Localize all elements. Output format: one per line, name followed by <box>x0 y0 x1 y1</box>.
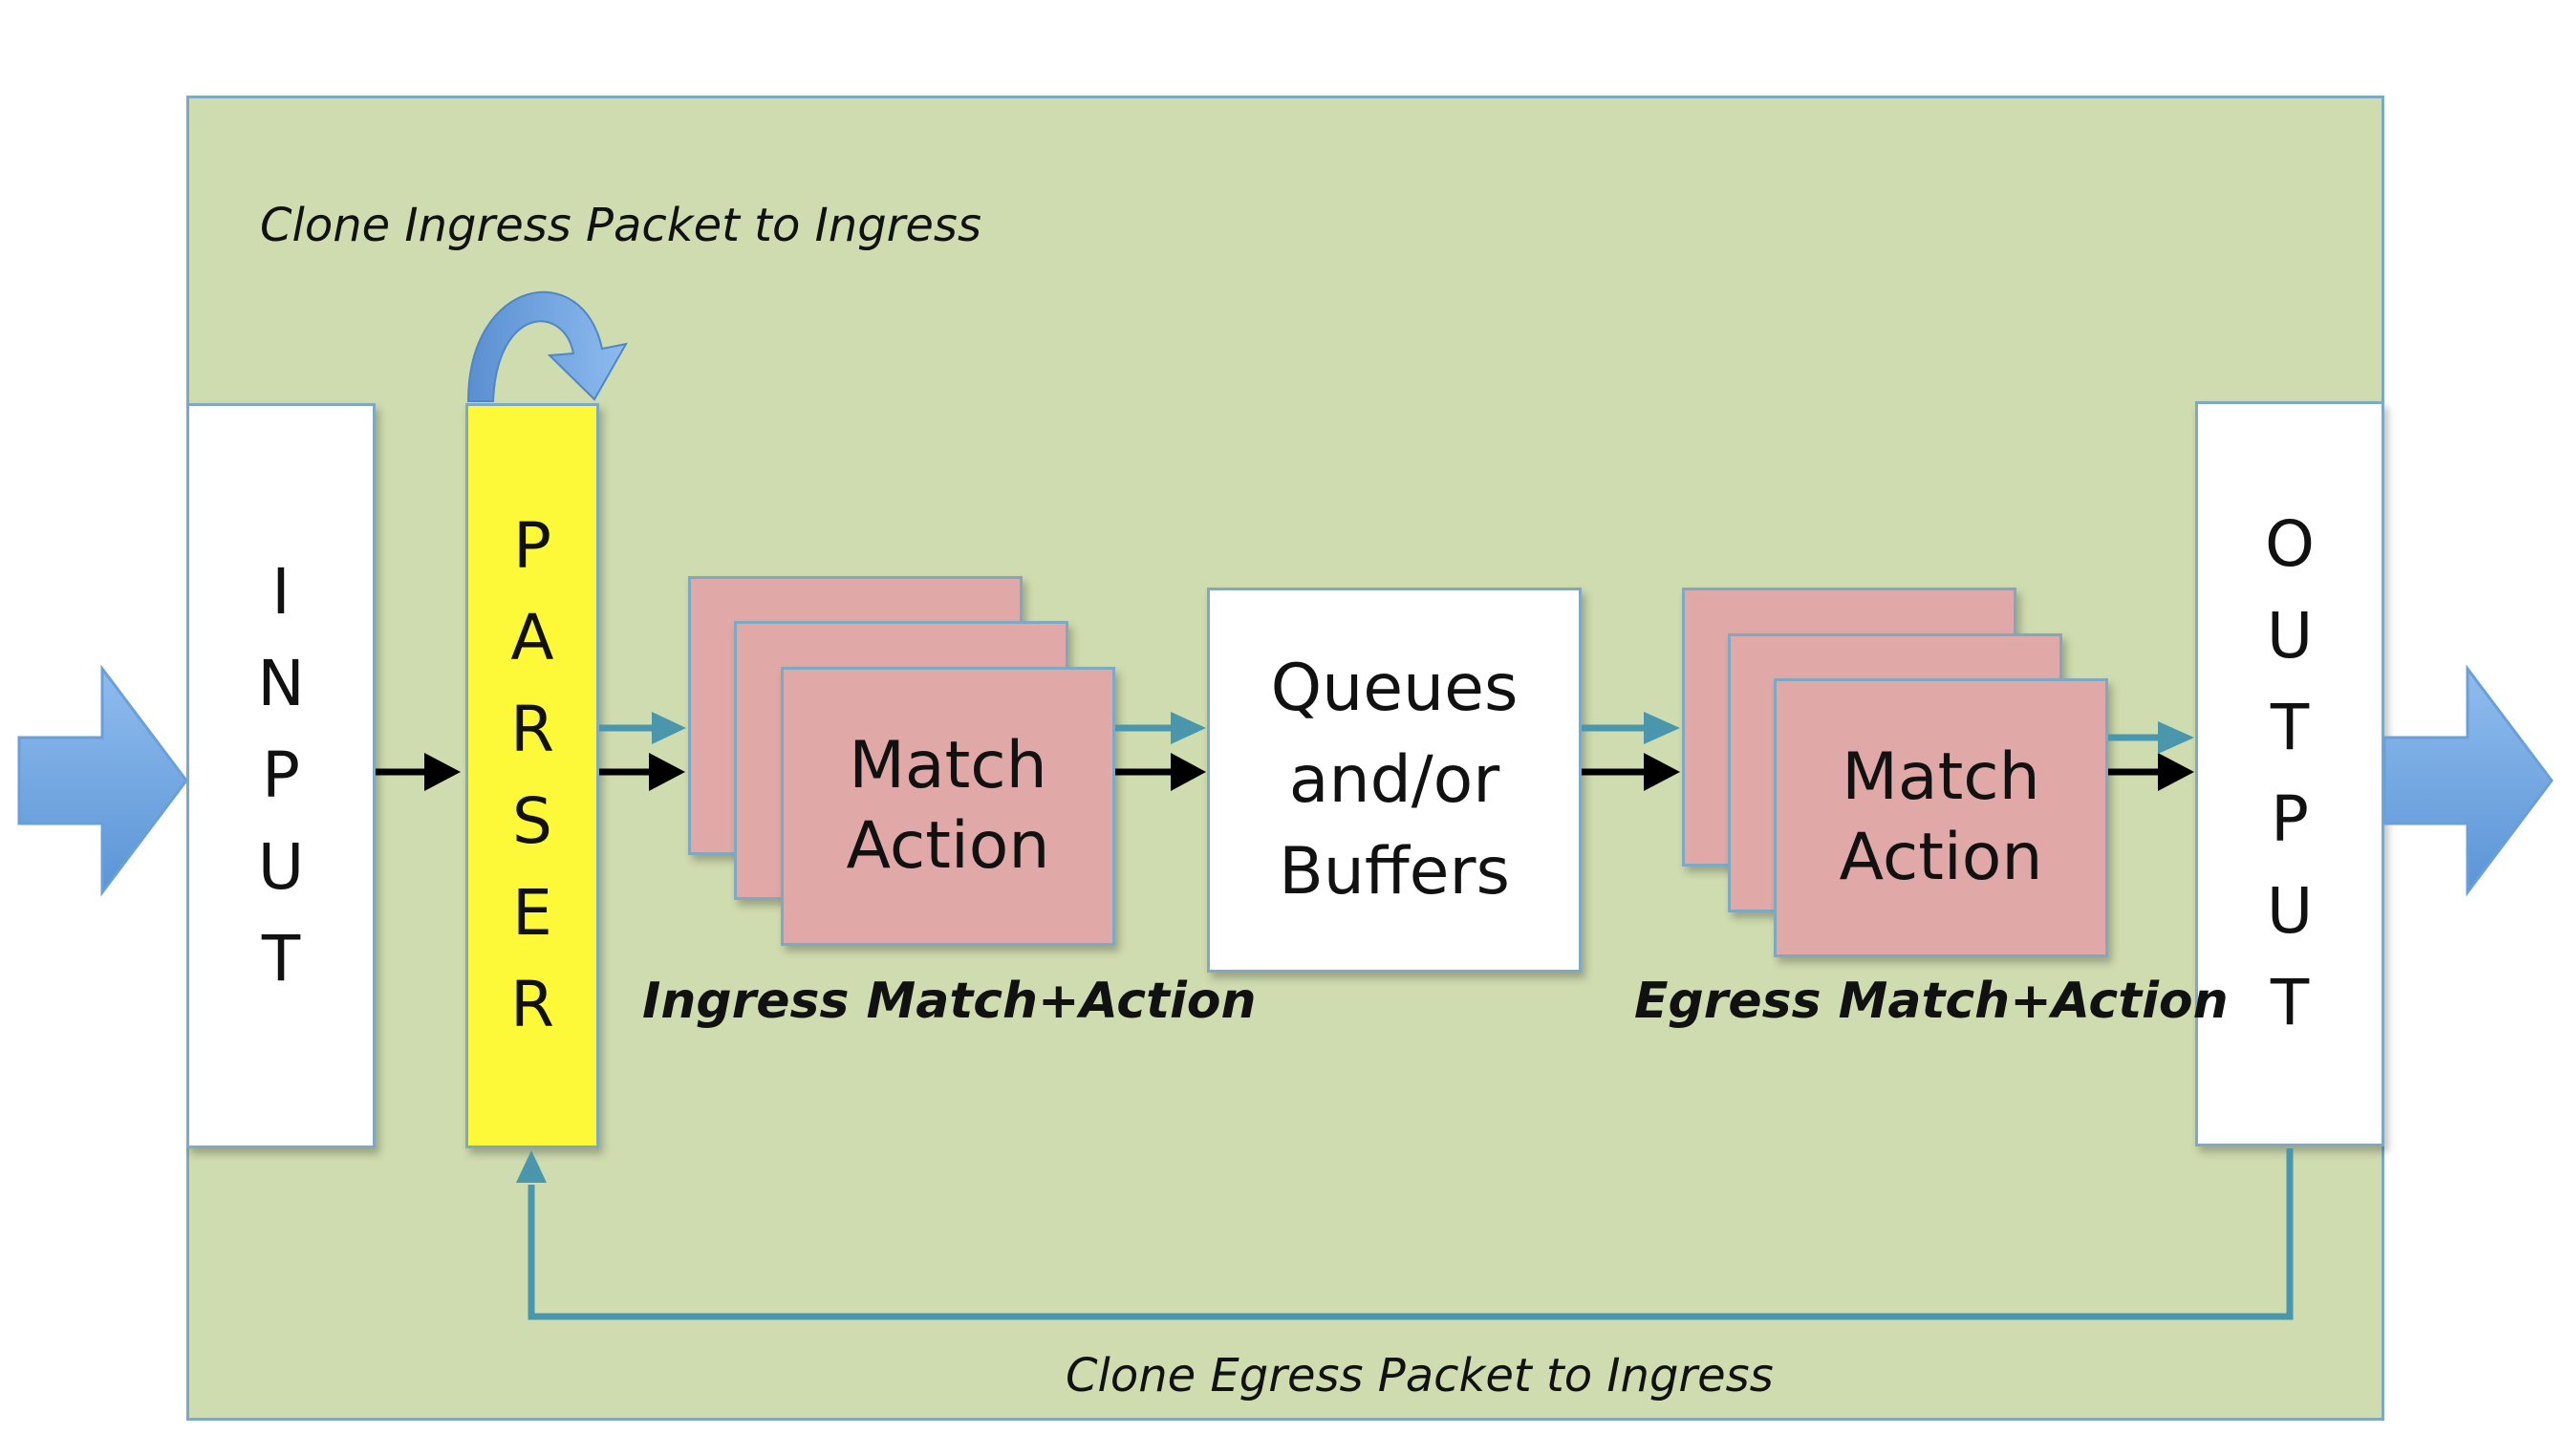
ingress-match-action-stage-front: Match Action <box>781 667 1115 946</box>
and-or-text: and/or <box>1288 741 1500 818</box>
egress-match-action-stage-front: Match Action <box>1774 678 2108 957</box>
vertical-letter: T <box>261 922 301 996</box>
egress-action-text: Action <box>1839 820 2043 895</box>
vertical-letter: E <box>512 876 552 950</box>
egress-match-action-label: Egress Match+Action <box>1634 973 2229 1030</box>
vertical-letter: R <box>510 968 554 1041</box>
vertical-letter: T <box>2270 966 2310 1039</box>
queues-text: Queues <box>1270 650 1519 726</box>
vertical-letter: P <box>2271 782 2309 856</box>
vertical-letter: N <box>257 647 305 720</box>
vertical-letter: P <box>262 739 300 812</box>
vertical-letter: U <box>2266 599 2314 673</box>
vertical-letter: S <box>512 784 552 858</box>
vertical-letter: A <box>510 601 554 674</box>
vertical-letter: P <box>513 509 551 583</box>
ingress-action-text: Action <box>846 808 1050 884</box>
ingress-match-text: Match <box>849 728 1047 803</box>
buffers-text: Buffers <box>1279 833 1510 910</box>
vertical-letter: U <box>257 830 305 904</box>
clone-egress-label: Clone Egress Packet to Ingress <box>1066 1349 1774 1402</box>
egress-match-text: Match <box>1842 739 2040 815</box>
clone-ingress-label: Clone Ingress Packet to Ingress <box>260 199 981 252</box>
vertical-letter: T <box>2270 691 2310 764</box>
vertical-letter: U <box>2266 874 2314 948</box>
input-flow-arrow <box>17 664 188 897</box>
vertical-letter: R <box>510 693 554 766</box>
vertical-letter: O <box>2265 507 2315 581</box>
ingress-match-action-label: Ingress Match+Action <box>642 973 1257 1030</box>
output-flow-arrow <box>2382 664 2554 897</box>
queues-buffers-block: Queues and/or Buffers <box>1207 588 1582 973</box>
vertical-letter: I <box>271 555 291 629</box>
